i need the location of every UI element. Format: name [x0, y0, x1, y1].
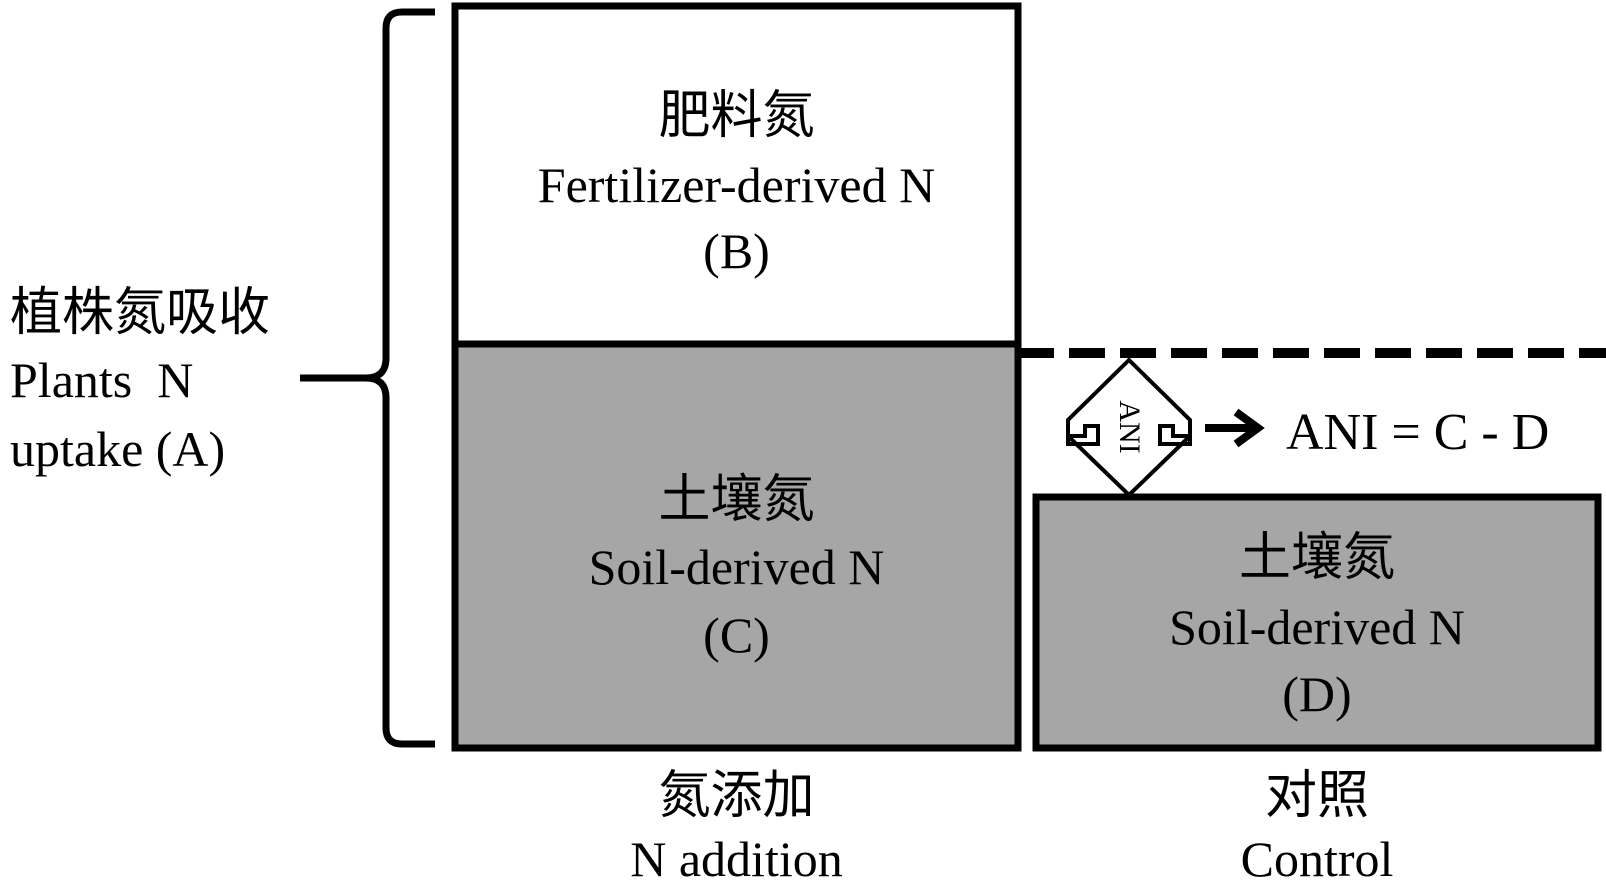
- control-zh: 对照: [1264, 766, 1369, 826]
- fertilizer-n-en: Fertilizer-derived N: [537, 157, 936, 213]
- soil-n-addition-en: Soil-derived N: [588, 539, 885, 595]
- soil-n-addition-zh: 土壤氮: [658, 470, 815, 530]
- fertilizer-n-tag: (B): [703, 223, 770, 279]
- soil-n-control-zh: 土壤氮: [1238, 528, 1395, 588]
- soil-n-box-control: [1032, 493, 1602, 752]
- n-addition-zh: 氮添加: [658, 766, 815, 826]
- ani-arrow-head: [1233, 408, 1265, 448]
- n-addition-en: N addition: [630, 831, 843, 887]
- soil-n-control-en: Soil-derived N: [1169, 599, 1465, 655]
- soil-n-addition-tag: (C): [703, 607, 770, 663]
- plant-uptake-en-line1: Plants N: [10, 352, 194, 408]
- ani-diamond: [1066, 357, 1192, 498]
- fertilizer-n-zh: 肥料氮: [658, 86, 815, 146]
- ani-symbol-label: ANI: [1113, 400, 1146, 454]
- soil-n-control-tag: (D): [1282, 666, 1352, 722]
- plant-uptake-en-line2: uptake (A): [10, 421, 226, 477]
- soil-n-box-addition: [451, 340, 1022, 752]
- plant-uptake-zh: 植株氮吸收: [10, 283, 271, 343]
- fertilizer-n-box: [451, 2, 1022, 348]
- ani-formula: ANI = C - D: [1286, 404, 1550, 461]
- curly-brace: [300, 8, 435, 748]
- control-en: Control: [1240, 831, 1394, 887]
